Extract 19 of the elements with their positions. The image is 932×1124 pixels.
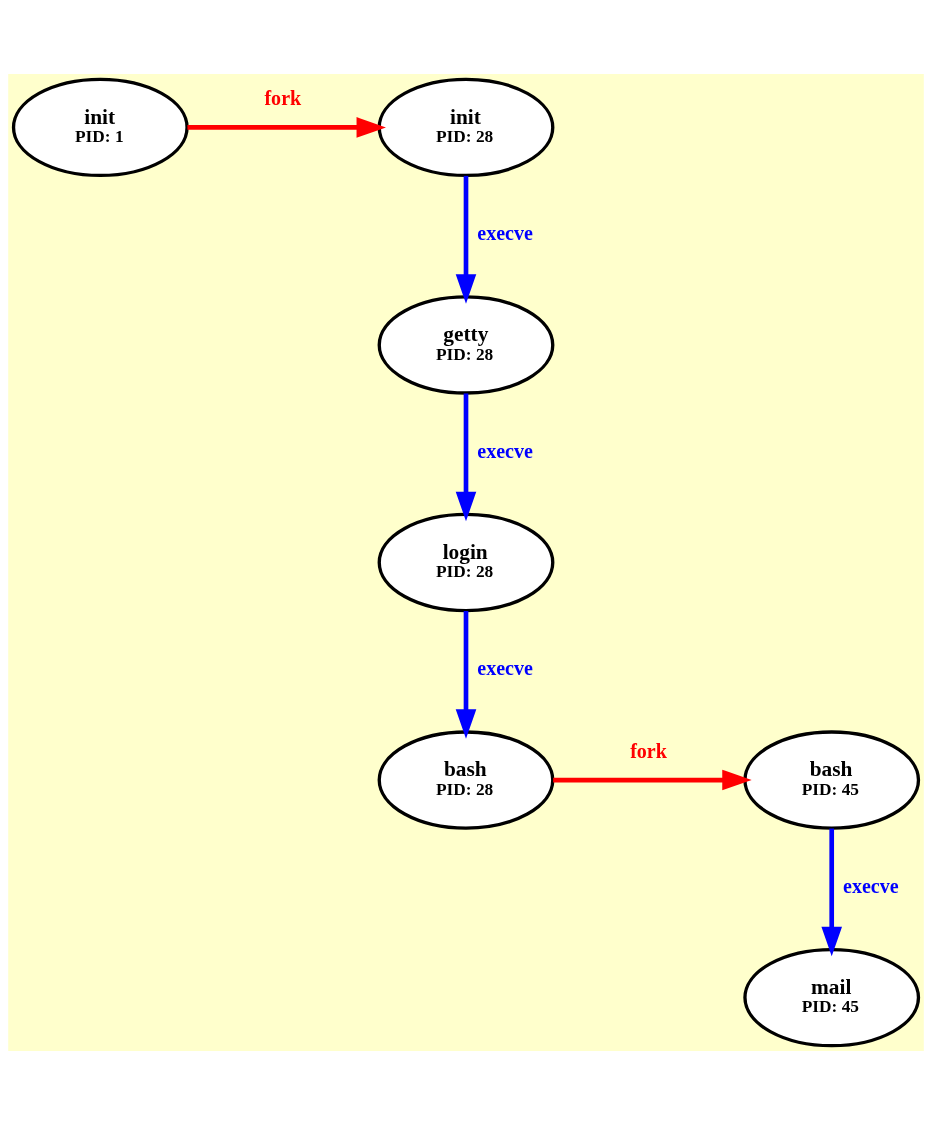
edge-label: execve (843, 874, 899, 897)
edge-label: fork (630, 739, 667, 762)
edge-label: execve (477, 439, 533, 462)
node-ellipse: init PID: 28 (377, 77, 555, 177)
arrow (455, 175, 477, 304)
arrow (455, 610, 477, 739)
arrow (187, 116, 386, 138)
node-ellipse: getty PID: 28 (377, 294, 555, 395)
node-ellipse: login PID: 28 (377, 512, 555, 612)
node-ellipse: bash PID: 28 (377, 729, 555, 830)
arrow (553, 769, 752, 790)
edge-label: execve (477, 656, 533, 679)
arrow (455, 392, 477, 521)
arrow (821, 828, 842, 956)
edge-label: execve (477, 221, 533, 244)
node-ellipse: mail PID: 45 (743, 947, 921, 1047)
node-ellipse: init PID: 1 (11, 77, 189, 177)
node-ellipse: bash PID: 45 (743, 729, 921, 830)
edge-label: fork (264, 86, 302, 109)
